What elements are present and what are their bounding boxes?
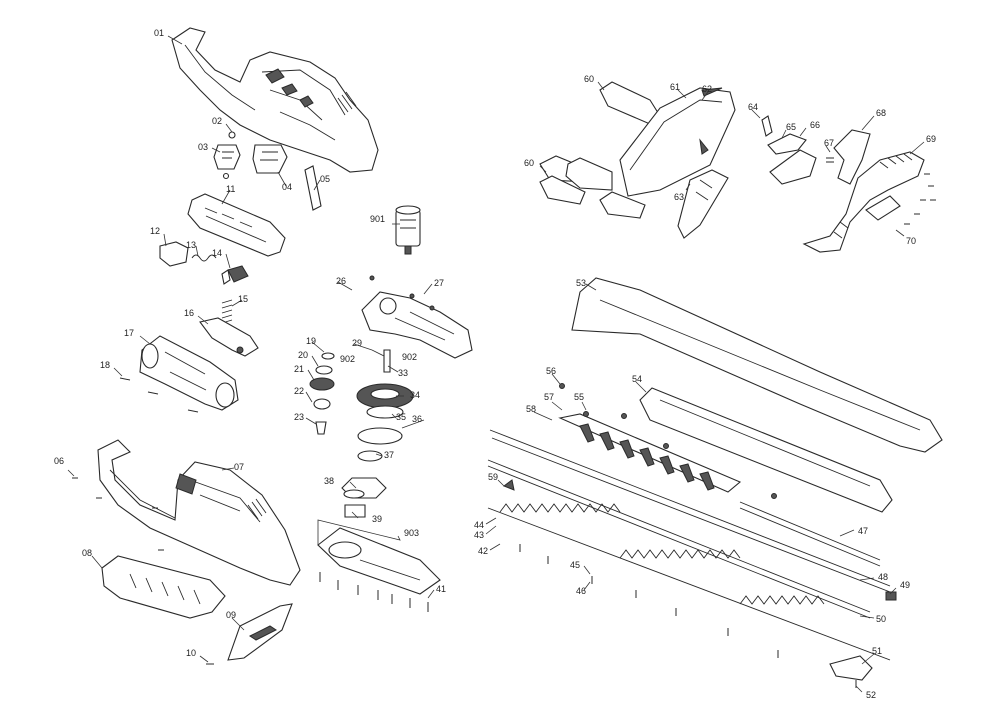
part-label: 38 — [324, 476, 334, 486]
part-label: 64 — [748, 102, 758, 112]
part-label: 34 — [410, 390, 420, 400]
part-label: 26 — [336, 276, 346, 286]
blade-teeth-upper — [558, 413, 742, 493]
blade-support-part — [639, 387, 893, 513]
part-label: 902 — [402, 352, 417, 362]
motor-mount-part — [139, 335, 239, 411]
switch-housing-part — [187, 193, 286, 257]
part-label: 53 — [576, 278, 586, 288]
part-label: 52 — [866, 690, 876, 700]
part-label: 19 — [306, 336, 316, 346]
part-label: 37 — [384, 450, 394, 460]
part-label: 04 — [282, 182, 292, 192]
part-label: 33 — [398, 368, 408, 378]
part-labels: 01 02 03 04 05 06 07 08 09 10 11 12 13 1… — [54, 28, 936, 700]
switch-components-group — [159, 241, 249, 285]
part-label: 901 — [370, 214, 385, 224]
part-label: 902 — [340, 354, 355, 364]
part-label: 22 — [294, 386, 304, 396]
part-label: 59 — [488, 472, 498, 482]
blade-teeth-lower — [487, 503, 891, 681]
upper-housing-part — [171, 27, 379, 173]
part-label: 16 — [184, 308, 194, 318]
part-label: 66 — [810, 120, 820, 130]
part-label: 61 — [670, 82, 680, 92]
part-label: 27 — [434, 278, 444, 288]
part-label: 65 — [786, 122, 796, 132]
part-label: 56 — [546, 366, 556, 376]
part-label: 29 — [352, 338, 362, 348]
front-handle-group — [539, 81, 736, 239]
leader-lines — [67, 35, 925, 693]
motor-part — [395, 205, 421, 255]
lower-screws-group — [72, 477, 164, 551]
part-label: 02 — [212, 116, 222, 126]
part-label: 08 — [82, 548, 92, 558]
blade-rails-group — [487, 429, 891, 619]
part-label: 45 — [570, 560, 580, 570]
part-label: 43 — [474, 530, 484, 540]
blade-bolts-group — [502, 383, 897, 688]
blade-cover-part — [571, 277, 943, 453]
screws-group-18 — [119, 377, 199, 413]
part-label: 49 — [900, 580, 910, 590]
part-label: 10 — [186, 648, 196, 658]
part-label: 903 — [404, 528, 419, 538]
part-label: 67 — [824, 138, 834, 148]
part-label: 20 — [298, 350, 308, 360]
part-label: 15 — [238, 294, 248, 304]
part-label: 70 — [906, 236, 916, 246]
part-label: 06 — [54, 456, 64, 466]
part-label: 39 — [372, 514, 382, 524]
gearbox-housing-part — [361, 275, 473, 359]
part-label: 03 — [198, 142, 208, 152]
part-label: 36 — [412, 414, 422, 424]
switch-parts-group — [213, 131, 322, 211]
part-label: 44 — [474, 520, 484, 530]
part-label: 05 — [320, 174, 330, 184]
part-label: 60 — [584, 74, 594, 84]
part-label: 14 — [212, 248, 222, 258]
part-label: 58 — [526, 404, 536, 414]
part-label: 21 — [294, 364, 304, 374]
part-label: 54 — [632, 374, 642, 384]
part-label: 41 — [436, 584, 446, 594]
part-label: 47 — [858, 526, 868, 536]
part-label: 63 — [674, 192, 684, 202]
part-label: 57 — [544, 392, 554, 402]
part-label: 11 — [226, 184, 235, 194]
part-label: 13 — [186, 240, 196, 250]
gear-stack-group — [309, 349, 414, 462]
bottom-cover-part — [101, 555, 226, 619]
part-label: 60 — [524, 158, 534, 168]
part-label: 17 — [124, 328, 134, 338]
blade-drive-plate-group — [317, 477, 441, 612]
part-label: 62 — [702, 84, 712, 94]
part-label: 23 — [294, 412, 304, 422]
rear-handle-group — [761, 115, 936, 253]
part-label: 18 — [100, 360, 110, 370]
spring-and-lever-group — [199, 299, 259, 357]
part-label: 35 — [396, 412, 406, 422]
part-label: 69 — [926, 134, 936, 144]
part-label: 50 — [876, 614, 886, 624]
part-label: 55 — [574, 392, 584, 402]
part-label: 12 — [150, 226, 160, 236]
part-label: 51 — [872, 646, 882, 656]
part-label: 68 — [876, 108, 886, 118]
part-label: 48 — [878, 572, 888, 582]
part-label: 01 — [154, 28, 164, 38]
lower-housing-part — [97, 439, 301, 586]
part-label: 09 — [226, 610, 236, 620]
part-label: 46 — [576, 586, 586, 596]
blade-guard-part — [206, 603, 293, 665]
part-label: 07 — [234, 462, 244, 472]
part-label: 42 — [478, 546, 488, 556]
